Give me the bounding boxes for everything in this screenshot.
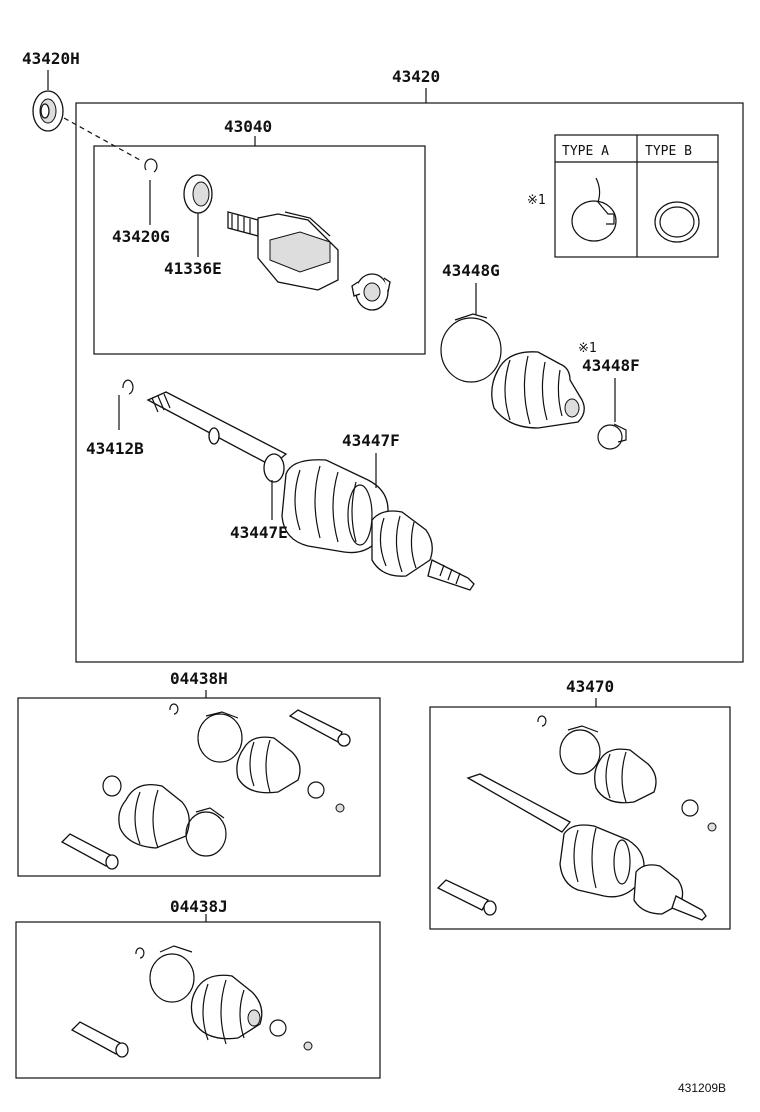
label-43420H: 43420H <box>22 49 80 68</box>
note-mark-43448F: ※1 <box>578 341 597 356</box>
tripod-joint <box>351 273 391 311</box>
label-43040: 43040 <box>224 117 272 136</box>
boot-band-43448F <box>597 423 627 450</box>
label-43447F: 43447F <box>342 431 400 450</box>
label-43447E: 43447E <box>230 523 288 542</box>
frame-43470 <box>429 706 731 930</box>
boot-band-43448G <box>440 313 502 383</box>
snap-ring-43420G <box>144 158 158 173</box>
clamp-type-table: TYPE A TYPE B ※1 <box>527 134 719 258</box>
note-mark-type-table: ※1 <box>527 193 546 208</box>
dust-deflector-41336E <box>183 174 213 214</box>
frame-43040 <box>93 145 426 355</box>
snap-ring-43412B <box>122 379 134 395</box>
label-43412B: 43412B <box>86 439 144 458</box>
frame-04438H <box>17 697 381 877</box>
footer-code: 431209B <box>678 1081 726 1095</box>
inboard-boot <box>491 351 585 429</box>
label-43420: 43420 <box>392 67 440 86</box>
type-a-header: TYPE A <box>562 144 609 159</box>
label-43420G: 43420G <box>112 227 170 246</box>
kit-43470-parts <box>436 715 717 921</box>
label-43448G: 43448G <box>442 261 500 280</box>
frame-04438J <box>15 921 381 1079</box>
label-43448F: 43448F <box>582 356 640 375</box>
label-04438J: 04438J <box>170 897 228 916</box>
frame-43420 <box>75 102 744 663</box>
inboard-joint-housing <box>227 211 339 291</box>
label-43470: 43470 <box>566 677 614 696</box>
label-04438H: 04438H <box>170 669 228 688</box>
drive-shaft-assembly <box>146 391 475 591</box>
kit-04438H-parts <box>60 703 351 870</box>
kit-04438J-parts <box>70 945 313 1058</box>
type-b-header: TYPE B <box>645 144 692 159</box>
oil-seal-43420H <box>32 90 64 132</box>
label-41336E: 41336E <box>164 259 222 278</box>
